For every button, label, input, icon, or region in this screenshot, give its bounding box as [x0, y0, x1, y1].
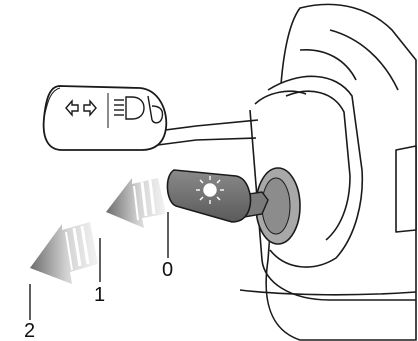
position-label-2: 2 [24, 320, 35, 341]
pull-arrow-position-2 [30, 222, 98, 284]
light-switch-stalk [167, 168, 300, 244]
position-label-0: 0 [162, 259, 173, 281]
left-stalk [44, 86, 258, 150]
column-housing [240, 4, 416, 340]
pull-arrow-position-1 [106, 178, 166, 228]
position-label-1: 1 [94, 284, 105, 306]
